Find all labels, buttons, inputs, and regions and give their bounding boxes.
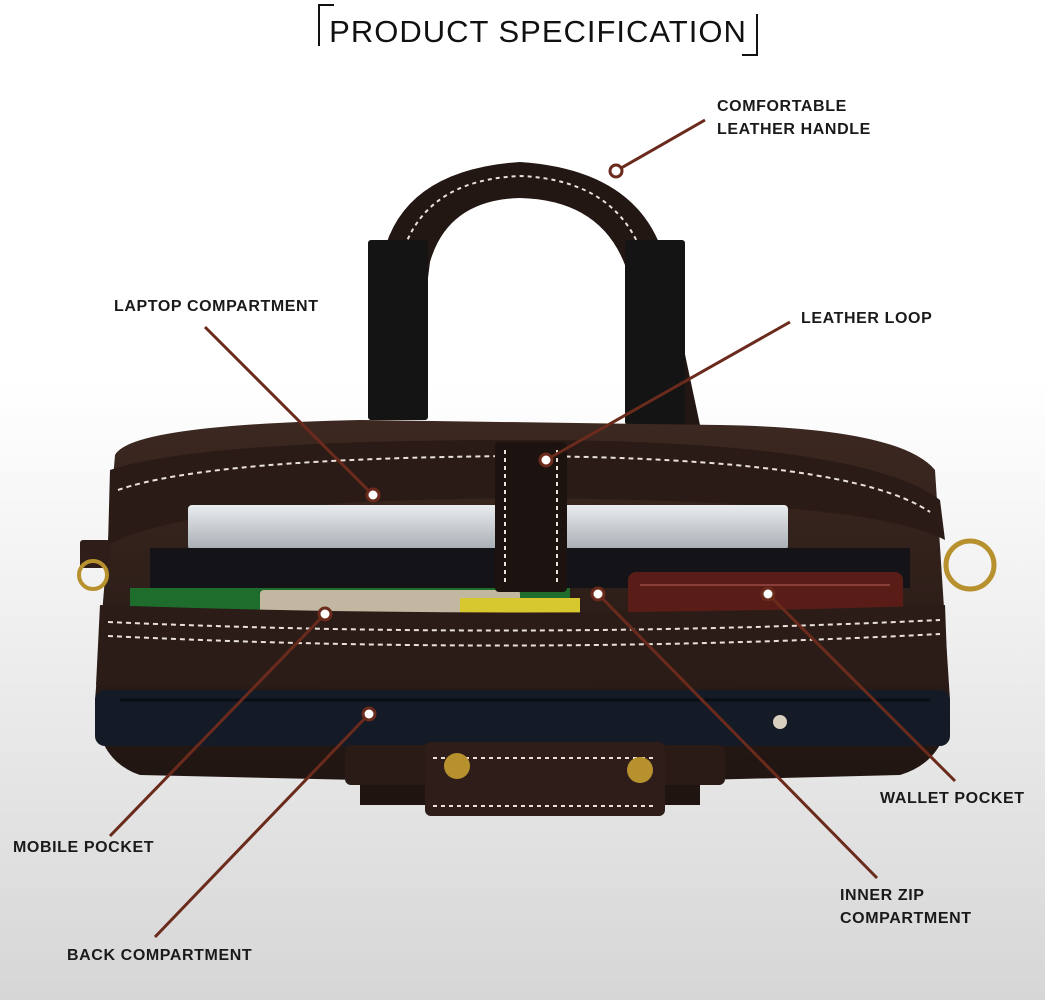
title-bracket-right [742,14,758,56]
label-handle-line2: LEATHER HANDLE [717,121,871,138]
bag-body [77,420,997,816]
title-frame: PRODUCT SPECIFICATION [318,4,758,56]
label-laptop-compartment: LAPTOP COMPARTMENT [114,298,319,315]
label-back-compartment: BACK COMPARTMENT [67,947,253,964]
label-inner-zip-line1: INNER ZIP [840,887,925,904]
label-comfortable-leather-handle: COMFORTABLE LEATHER HANDLE [717,95,871,141]
label-inner-zip-line2: COMPARTMENT [840,910,972,927]
page-title: PRODUCT SPECIFICATION [329,14,747,49]
label-inner-zip-compartment: INNER ZIP COMPARTMENT [840,884,972,930]
label-wallet-pocket: WALLET POCKET [880,790,1025,807]
handle [368,162,700,428]
label-handle-line1: COMFORTABLE [717,98,847,115]
title-bracket-left [318,4,334,46]
label-leather-loop: LEATHER LOOP [801,310,933,327]
label-mobile-pocket: MOBILE POCKET [13,839,155,856]
leader-lines [108,118,957,939]
